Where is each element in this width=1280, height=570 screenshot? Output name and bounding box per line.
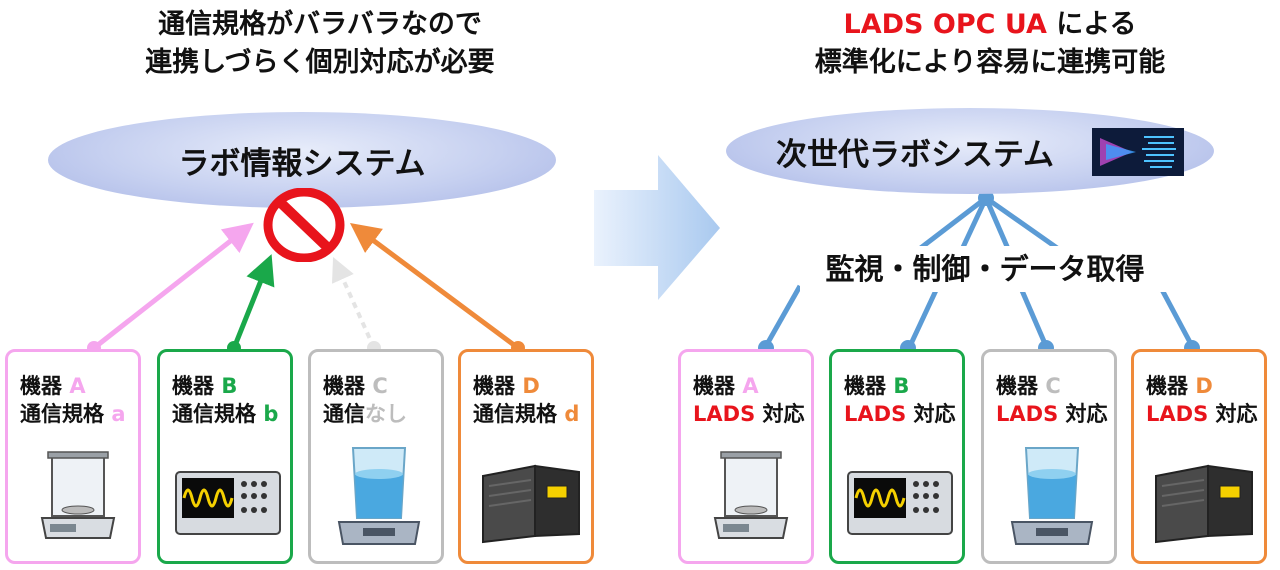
spectrometer-icon [482,464,580,544]
lads-opc-ua-label: LADS OPC UA [843,9,1047,40]
right-device-b: 機器 B LADS 対応 [829,349,965,564]
right-title: LADS OPC UA による 標準化により容易に連携可能 [730,6,1250,82]
right-title-line2: 標準化により容易に連携可能 [814,47,1166,78]
right-title-line1: LADS OPC UA による [843,9,1137,40]
next-gen-lab-system-label: 次世代ラボシステム [775,136,1055,173]
stirrer-beaker-icon [337,447,421,545]
oscilloscope-icon [847,471,953,535]
left-device-d: 機器 D 通信規格 d [458,349,594,564]
lab-info-system-label: ラボ情報システム [178,145,426,182]
right-device-c: 機器 C LADS 対応 [981,349,1117,564]
left-device-a: 機器 A 通信規格 a [5,349,141,564]
transition-arrow [594,155,720,300]
left-device-c: 機器 C 通信なし [308,349,444,564]
spectrometer-icon [1155,464,1253,544]
left-device-b: 機器 B 通信規格 b [157,349,293,564]
prohibited-icon [263,188,345,262]
right-device-d: 機器 D LADS 対応 [1131,349,1267,564]
right-device-a: 機器 A LADS 対応 [678,349,814,564]
stirrer-beaker-icon [1010,447,1094,545]
balance-icon [713,451,789,539]
left-title: 通信規格がバラバラなので 連携しづらく個別対応が必要 [60,6,580,82]
left-title-line1: 通信規格がバラバラなので [158,9,482,40]
oscilloscope-icon [175,471,281,535]
monitor-control-data-label: 監視・制御・データ取得 [800,246,1170,292]
left-title-line2: 連携しづらく個別対応が必要 [145,47,495,78]
tech-image-icon [1092,128,1184,176]
balance-icon [40,451,116,539]
